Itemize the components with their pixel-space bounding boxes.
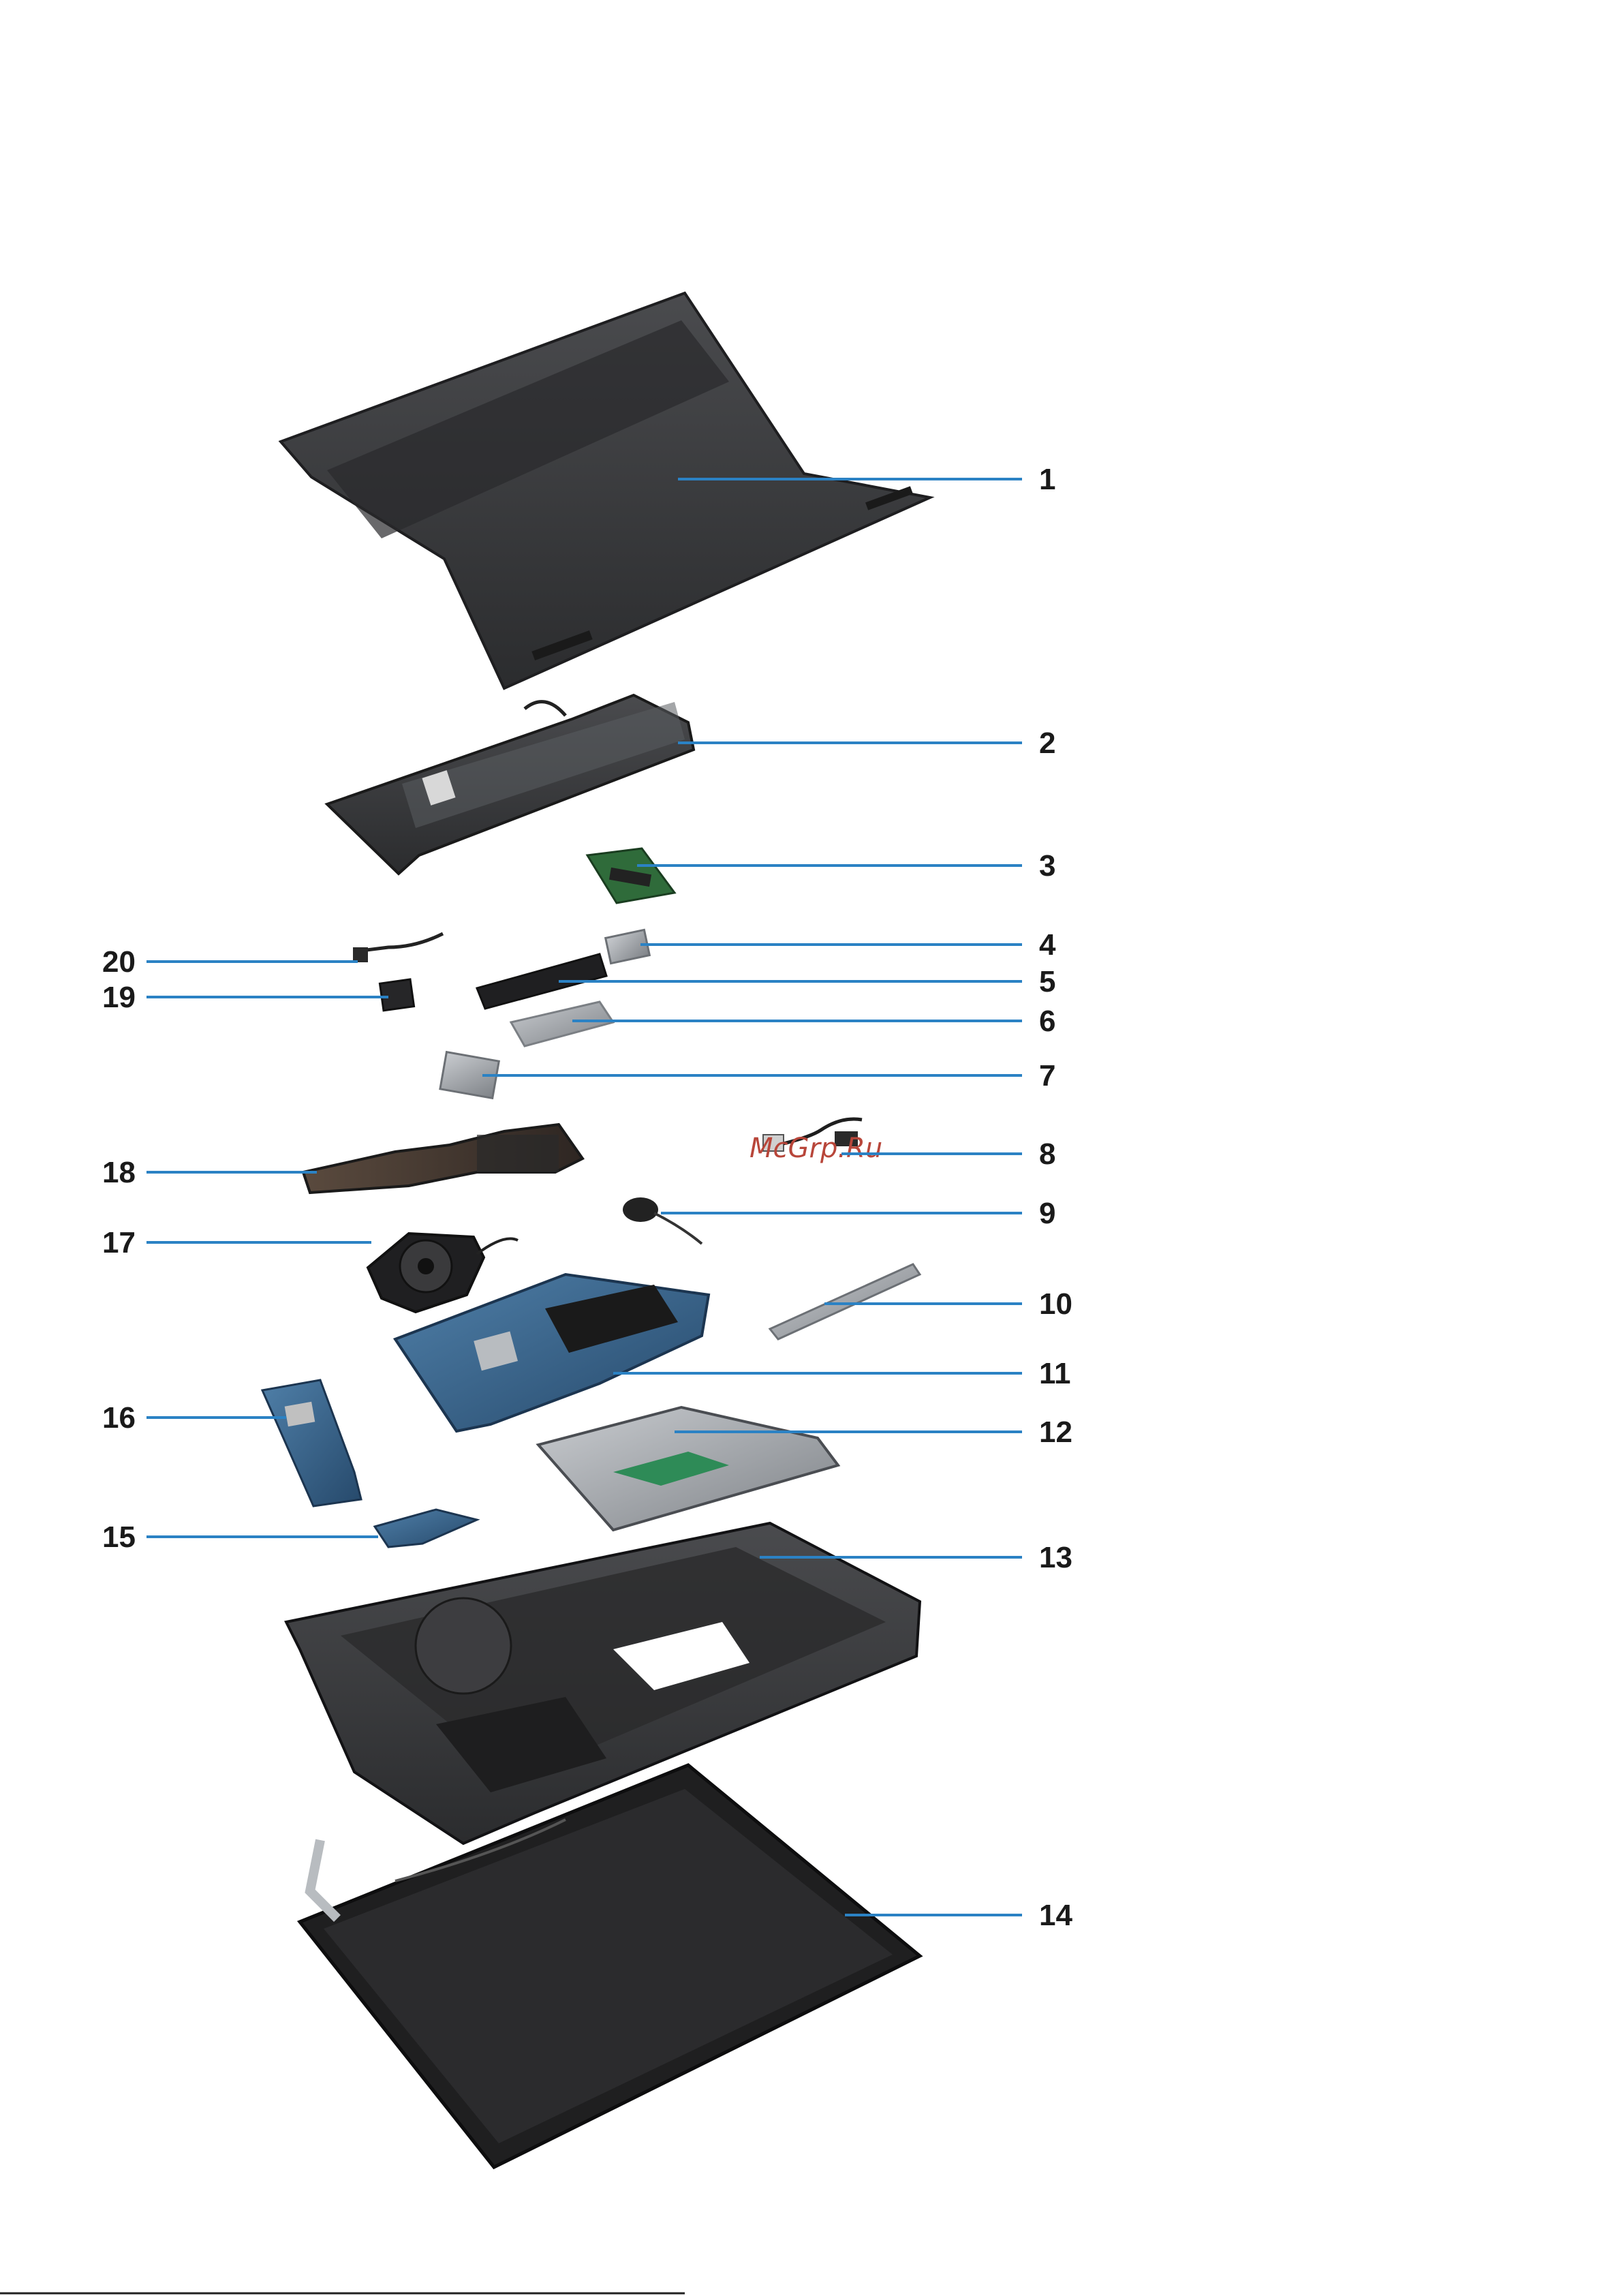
callout-2: 2 <box>1039 726 1055 760</box>
bottom-cover <box>281 293 930 688</box>
coin-cell-battery <box>623 1197 702 1244</box>
ssd-thermal-plate <box>511 1002 613 1046</box>
callout-15: 15 <box>102 1520 136 1554</box>
callout-10: 10 <box>1039 1287 1072 1321</box>
dc-in-port <box>380 979 414 1011</box>
callout-7: 7 <box>1039 1059 1055 1092</box>
power-adapter-port <box>353 934 443 962</box>
callout-8: 8 <box>1039 1137 1055 1171</box>
callout-6: 6 <box>1039 1005 1055 1038</box>
callout-11: 11 <box>1039 1357 1071 1390</box>
callout-3: 3 <box>1039 849 1055 883</box>
callout-19: 19 <box>102 981 136 1014</box>
palm-rest-keyboard-assembly <box>286 1523 920 1843</box>
callout-16: 16 <box>102 1401 136 1435</box>
power-button-board <box>375 1510 477 1547</box>
wlan-card <box>606 930 650 963</box>
callout-18: 18 <box>102 1156 136 1189</box>
display-assembly <box>300 1765 920 2167</box>
callout-17: 17 <box>102 1226 136 1259</box>
callout-20: 20 <box>102 945 136 979</box>
battery <box>327 695 694 874</box>
callout-14: 14 <box>1039 1899 1072 1932</box>
callout-4: 4 <box>1039 928 1056 962</box>
io-board <box>262 1380 361 1506</box>
callout-9: 9 <box>1039 1197 1055 1230</box>
touchpad <box>538 1407 838 1530</box>
callout-1: 1 <box>1039 463 1055 496</box>
touchpad-bracket <box>770 1264 920 1339</box>
watermark: McGrp.Ru <box>749 1133 882 1164</box>
heat-sink <box>303 1124 583 1193</box>
callout-12: 12 <box>1039 1415 1072 1449</box>
callout-13: 13 <box>1039 1541 1072 1574</box>
memory-module <box>587 848 675 903</box>
callout-5: 5 <box>1039 965 1055 998</box>
